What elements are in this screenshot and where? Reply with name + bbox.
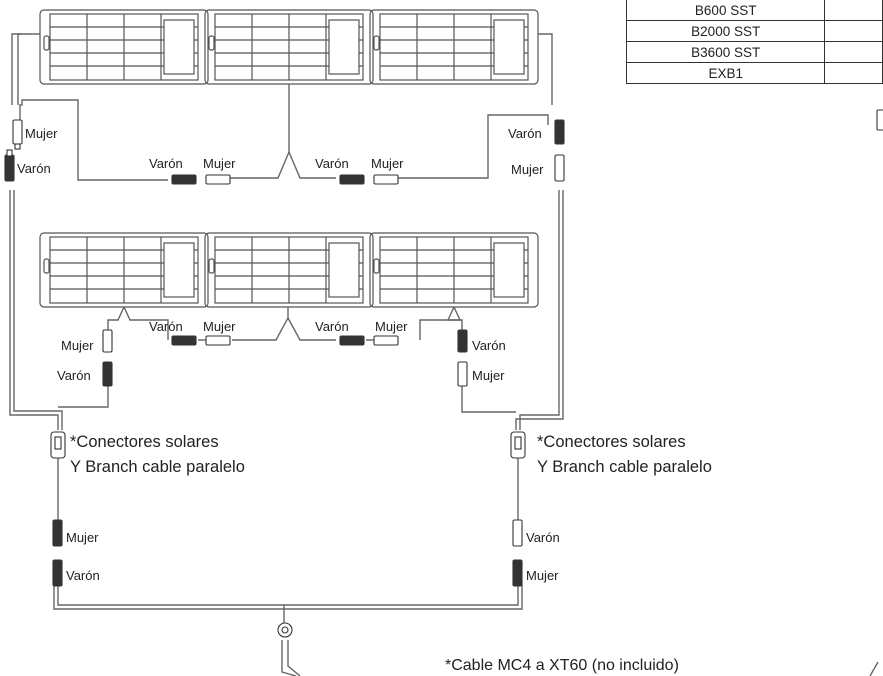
table-cell (824, 41, 883, 63)
table-cell (824, 20, 883, 42)
mc4-connector-icon (205, 335, 231, 346)
solar-panel (204, 232, 374, 308)
table-cell (824, 62, 883, 84)
xt60-cable-note: *Cable MC4 a XT60 (no incluido) (445, 657, 679, 674)
connector-label-male: Varón (149, 156, 183, 171)
connector-label-male: Varón (315, 156, 349, 171)
solar-panel (204, 9, 374, 85)
mc4-connector-icon (52, 559, 63, 587)
connector-label-female: Mujer (472, 368, 505, 383)
mc4-connector-icon (373, 174, 399, 185)
connector-label-female: Mujer (25, 126, 58, 141)
mc4-connector-icon (52, 519, 63, 547)
mc4-connector-icon (4, 149, 15, 182)
table-row: B2000 SST (625, 20, 883, 42)
note-line: *Conectores solares (537, 433, 686, 451)
mc4-connector-icon (12, 119, 23, 150)
solar-panel (369, 9, 539, 85)
mc4-connector-icon (205, 174, 231, 185)
connector-icon (876, 109, 883, 131)
table-cell (824, 0, 883, 21)
note-line: *Conectores solares (70, 433, 219, 451)
solar-panel (39, 232, 209, 308)
model-name: EXB1 (625, 62, 826, 84)
connector-label-male: Varón (66, 568, 100, 583)
mc4-connector-icon (339, 335, 365, 346)
connector-label-female: Mujer (203, 156, 236, 171)
connector-label-female: Mujer (66, 530, 99, 545)
mc4-connector-icon (457, 361, 468, 387)
y-branch-connector-icon (50, 431, 66, 459)
mc4-connector-icon (171, 174, 197, 185)
mc4-connector-icon (171, 335, 197, 346)
note-line: Y Branch cable paralelo (70, 458, 245, 476)
y-branch-connector-icon (510, 431, 526, 459)
y-branch-connector-icon (277, 622, 293, 638)
mc4-connector-icon (512, 519, 523, 547)
model-name: B2000 SST (625, 20, 826, 42)
model-name: B600 SST (625, 0, 826, 21)
mc4-connector-icon (102, 329, 113, 353)
connector-label-male: Varón (17, 161, 51, 176)
connector-label-female: Mujer (511, 162, 544, 177)
connector-label-male: Varón (472, 338, 506, 353)
connector-label-female: Mujer (203, 319, 236, 334)
connector-label-male: Varón (508, 126, 542, 141)
mc4-connector-icon (512, 559, 523, 587)
table-row: B600 SST (625, 0, 883, 21)
mc4-connector-icon (102, 361, 113, 387)
mc4-connector-icon (457, 329, 468, 353)
connector-label-female: Mujer (375, 319, 408, 334)
table-row: B3600 SST (625, 41, 883, 63)
connector-label-male: Varón (526, 530, 560, 545)
solar-panel (369, 232, 539, 308)
connector-label-female: Mujer (61, 338, 94, 353)
cables (9, 33, 879, 676)
table-row: EXB1 (625, 62, 883, 84)
note-line: Y Branch cable paralelo (537, 458, 712, 476)
connector-label-male: Varón (57, 368, 91, 383)
mc4-connector-icon (339, 174, 365, 185)
solar-panel (39, 9, 209, 85)
connector-label-female: Mujer (526, 568, 559, 583)
mc4-connector-icon (554, 119, 565, 145)
connector-label-female: Mujer (371, 156, 404, 171)
connector-label-male: Varón (315, 319, 349, 334)
mc4-connector-icon (554, 154, 565, 182)
connector-label-male: Varón (149, 319, 183, 334)
branch-connector-note: *Conectores solares Y Branch cable paral… (537, 430, 712, 480)
branch-connector-note: *Conectores solares Y Branch cable paral… (70, 430, 245, 480)
model-name: B3600 SST (625, 41, 826, 63)
mc4-connector-icon (373, 335, 399, 346)
models-table: B600 SST B2000 SST B3600 SST EXB1 (625, 0, 883, 84)
